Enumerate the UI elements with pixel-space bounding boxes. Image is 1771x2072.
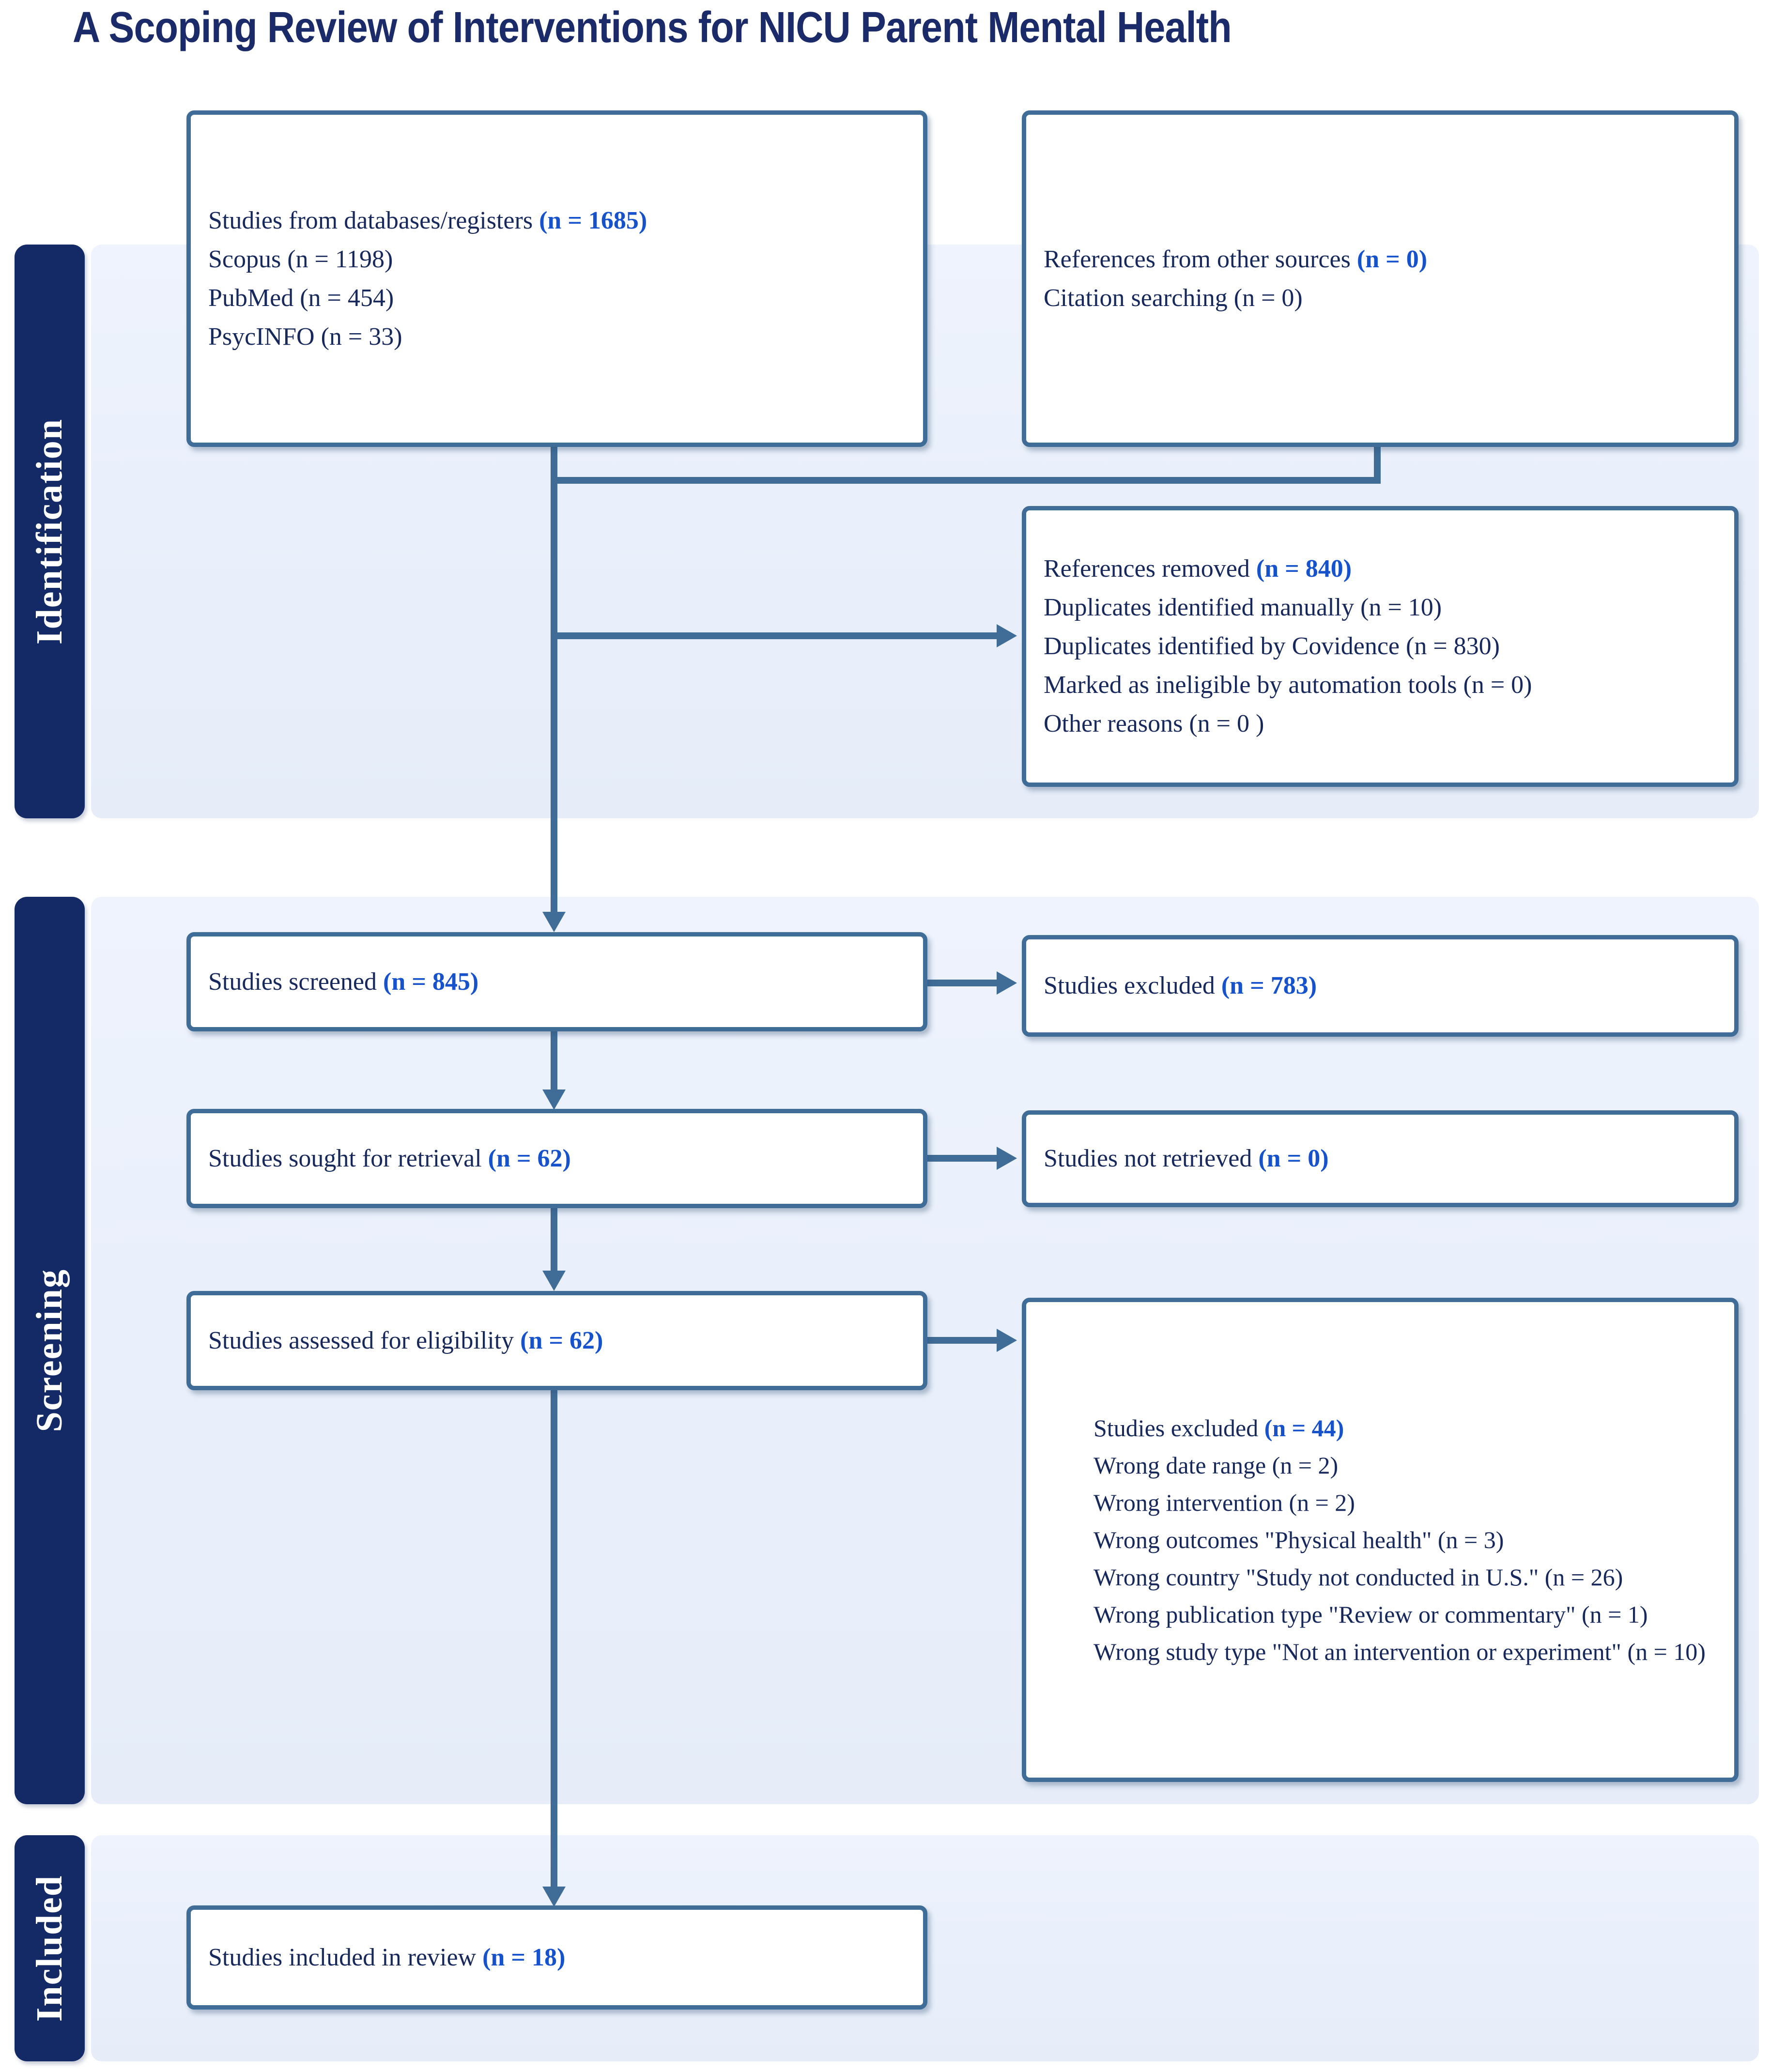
box-header-label: Studies from databases/registers	[208, 206, 539, 234]
box-header-count: (n = 62)	[488, 1144, 571, 1172]
arrowhead-to-excluded-44	[997, 1329, 1017, 1352]
box-header-label: Studies assessed for eligibility	[208, 1326, 521, 1354]
box-header: Studies sought for retrieval (n = 62)	[208, 1139, 909, 1178]
section-label-included: Included	[29, 1874, 70, 2022]
box-header-count: (n = 0)	[1356, 245, 1428, 273]
box-header-count: (n = 1685)	[539, 206, 647, 234]
box-studies-excluded-eligibility: Studies excluded (n = 44) Wrong date ran…	[1022, 1298, 1739, 1782]
box-line: Wrong intervention (n = 2)	[1093, 1489, 1355, 1516]
box-header-count: (n = 840)	[1256, 555, 1352, 583]
connector-screened-to-excluded	[927, 980, 997, 986]
arrowhead-to-screened	[542, 912, 566, 932]
box-header-label: Studies excluded	[1093, 1414, 1264, 1442]
box-header-count: (n = 44)	[1264, 1414, 1344, 1442]
box-line: Wrong outcomes "Physical health" (n = 3)	[1093, 1526, 1504, 1553]
arrowhead-to-included	[542, 1887, 566, 1907]
box-line: Other reasons (n = 0 )	[1044, 710, 1264, 737]
box-header-count: (n = 845)	[383, 967, 479, 996]
section-bar-included: Included	[15, 1835, 85, 2061]
box-header-label: Studies sought for retrieval	[208, 1144, 488, 1172]
connector-other-sources-stub	[1374, 447, 1381, 484]
box-header: Studies included in review (n = 18)	[208, 1938, 909, 1977]
box-line: PsycINFO (n = 33)	[208, 322, 402, 351]
box-header-count: (n = 62)	[520, 1326, 603, 1354]
arrowhead-to-excluded-783	[997, 971, 1017, 995]
box-header: Studies not retrieved (n = 0)	[1044, 1139, 1721, 1178]
box-line: Duplicates identified by Covidence (n = …	[1044, 632, 1500, 660]
connector-assessed-to-excluded	[927, 1337, 997, 1344]
section-label-screening: Screening	[29, 1269, 70, 1432]
box-references-removed: References removed (n = 840) Duplicates …	[1022, 506, 1739, 787]
arrowhead-to-sought	[542, 1090, 566, 1110]
box-studies-screened: Studies screened (n = 845)	[186, 932, 927, 1031]
arrowhead-to-not-retrieved	[997, 1147, 1017, 1170]
box-header-count: (n = 783)	[1221, 972, 1317, 999]
box-header: Studies assessed for eligibility (n = 62…	[208, 1321, 909, 1360]
box-line: Scopus (n = 1198)	[208, 245, 393, 273]
box-studies-excluded-screening: Studies excluded (n = 783)	[1022, 935, 1739, 1037]
box-line: Wrong country "Study not conducted in U.…	[1093, 1563, 1623, 1591]
box-line: Citation searching (n = 0)	[1044, 284, 1303, 312]
box-header-label: Studies included in review	[208, 1943, 483, 1971]
box-header-label: Studies not retrieved	[1044, 1145, 1259, 1172]
box-header: Studies excluded (n = 783)	[1044, 967, 1721, 1005]
box-header: References removed (n = 840)	[1044, 550, 1721, 588]
connector-screened-down	[551, 1031, 557, 1090]
box-header: Studies screened (n = 845)	[208, 963, 909, 1001]
connector-assessed-down	[551, 1390, 557, 1887]
box-header: References from other sources (n = 0)	[1044, 240, 1721, 279]
connector-sought-down	[551, 1208, 557, 1271]
box-header-label: Studies excluded	[1044, 972, 1221, 999]
box-references-other-sources: References from other sources (n = 0) Ci…	[1022, 110, 1739, 447]
connector-to-references-removed	[551, 632, 997, 639]
box-line: Marked as ineligible by automation tools…	[1044, 671, 1532, 699]
box-header-count: (n = 0)	[1258, 1145, 1329, 1172]
box-header-label: References removed	[1044, 555, 1256, 583]
arrowhead-to-references-removed	[997, 624, 1017, 647]
box-studies-included-review: Studies included in review (n = 18)	[186, 1905, 927, 2010]
arrowhead-to-assessed	[542, 1271, 566, 1291]
page-title: A Scoping Review of Interventions for NI…	[73, 3, 1232, 52]
connector-branch-horizontal	[551, 477, 1381, 484]
box-line: Wrong publication type "Review or commen…	[1093, 1600, 1648, 1628]
section-bar-identification: Identification	[15, 245, 85, 818]
connector-sought-to-not-retrieved	[927, 1155, 997, 1162]
section-bar-screening: Screening	[15, 897, 85, 1804]
box-line: PubMed (n = 454)	[208, 284, 394, 312]
connector-main-down-1	[551, 447, 557, 912]
box-line: Wrong date range (n = 2)	[1093, 1451, 1339, 1479]
box-line: Wrong study type "Not an intervention or…	[1093, 1638, 1706, 1665]
box-header: Studies from databases/registers (n = 16…	[208, 201, 909, 240]
box-studies-not-retrieved: Studies not retrieved (n = 0)	[1022, 1110, 1739, 1207]
section-label-identification: Identification	[29, 418, 70, 645]
box-studies-sought-retrieval: Studies sought for retrieval (n = 62)	[186, 1109, 927, 1208]
box-header-label: Studies screened	[208, 967, 384, 996]
box-studies-from-databases: Studies from databases/registers (n = 16…	[186, 110, 927, 447]
box-studies-assessed-eligibility: Studies assessed for eligibility (n = 62…	[186, 1291, 927, 1390]
box-line: Duplicates identified manually (n = 10)	[1044, 594, 1442, 621]
box-header-count: (n = 18)	[482, 1943, 566, 1971]
box-header: Studies excluded (n = 44)	[1043, 1410, 1721, 1447]
box-header-label: References from other sources	[1044, 245, 1357, 273]
